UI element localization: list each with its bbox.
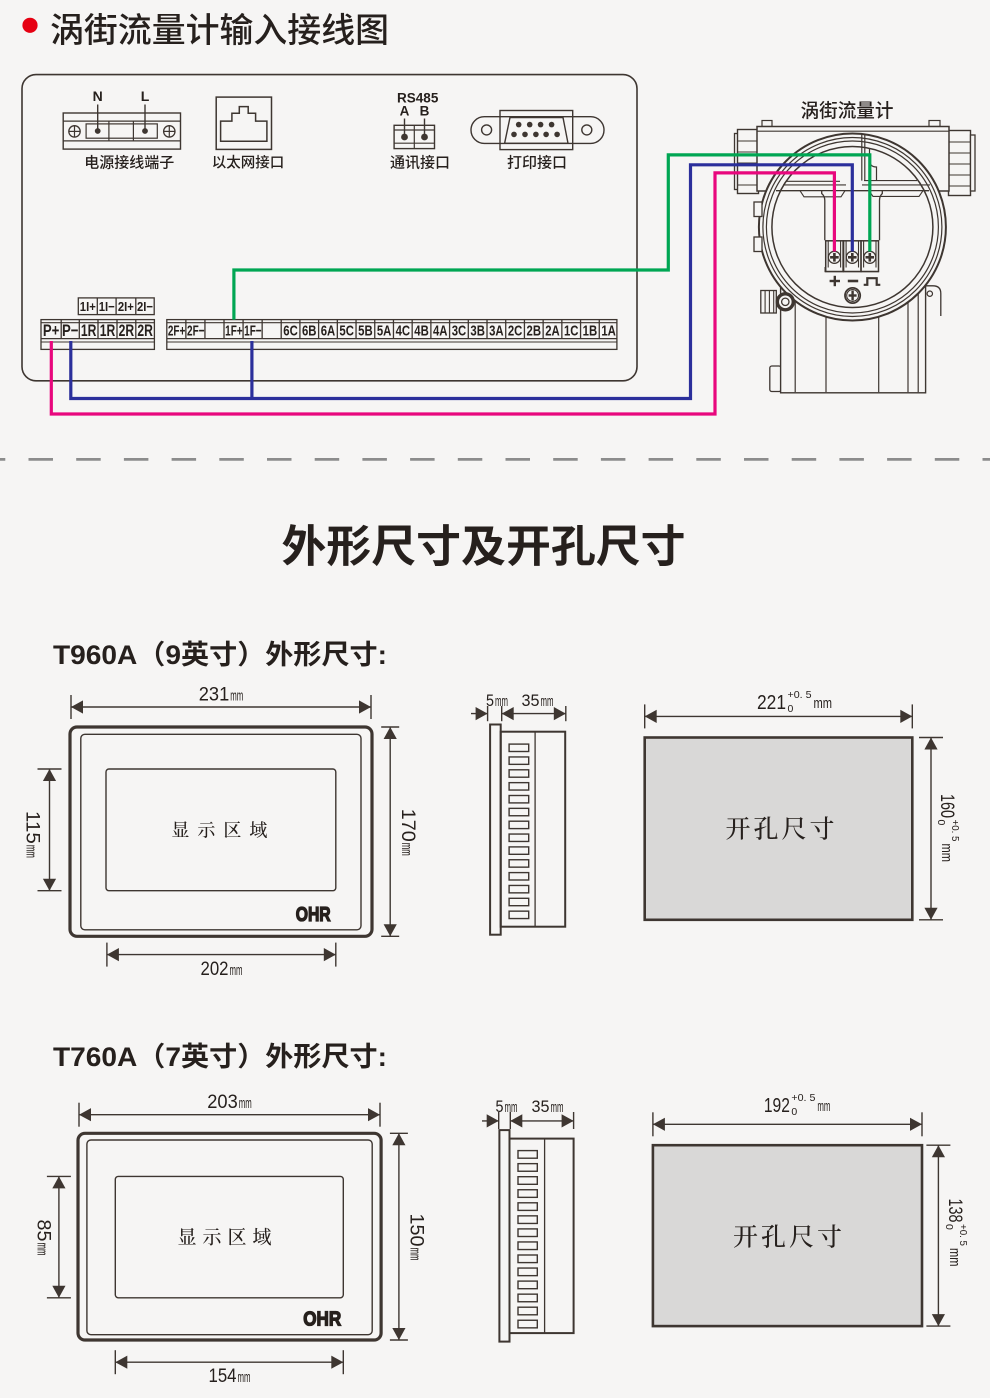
svg-text:L: L	[141, 88, 150, 104]
svg-text:115: 115	[21, 811, 43, 844]
svg-text:mm: mm	[814, 696, 833, 712]
svg-text:203: 203	[207, 1091, 238, 1113]
svg-text:以太网接口: 以太网接口	[212, 152, 285, 173]
svg-text:mm: mm	[938, 844, 954, 863]
svg-text:4C: 4C	[396, 323, 411, 340]
svg-text:mm: mm	[34, 1243, 50, 1256]
svg-text:P−: P−	[62, 321, 79, 340]
svg-text:B: B	[420, 104, 430, 119]
svg-text:开孔尺寸: 开孔尺寸	[733, 1218, 845, 1254]
svg-text:154: 154	[209, 1365, 237, 1387]
svg-text:3B: 3B	[470, 323, 485, 340]
svg-text:5: 5	[496, 1097, 504, 1116]
svg-text:+0. 5: +0. 5	[788, 689, 812, 701]
svg-text:1I+: 1I+	[80, 299, 96, 314]
svg-text:202: 202	[201, 958, 229, 980]
svg-text:mm: mm	[551, 1100, 564, 1116]
svg-text:5: 5	[486, 691, 494, 710]
svg-text:mm: mm	[946, 1248, 962, 1267]
svg-text:192: 192	[764, 1095, 790, 1117]
svg-text:0: 0	[788, 703, 794, 715]
svg-text:mm: mm	[22, 845, 38, 858]
svg-text:85: 85	[33, 1220, 55, 1242]
svg-text:T960A（9英寸）外形尺寸:: T960A（9英寸）外形尺寸:	[53, 633, 387, 672]
svg-text:显示区域: 显示区域	[177, 1223, 277, 1250]
svg-text:160: 160	[936, 794, 957, 818]
svg-text:221: 221	[757, 692, 786, 714]
svg-text:mm: mm	[238, 1370, 251, 1386]
svg-text:OHR: OHR	[303, 1308, 341, 1330]
svg-text:2R: 2R	[119, 321, 135, 340]
svg-text:1C: 1C	[564, 323, 579, 340]
svg-text:外形尺寸及开孔尺寸: 外形尺寸及开孔尺寸	[282, 511, 686, 575]
svg-text:0: 0	[791, 1106, 797, 1118]
svg-text:2A: 2A	[545, 323, 560, 340]
svg-text:2C: 2C	[508, 323, 523, 340]
svg-text:6A: 6A	[321, 323, 336, 340]
svg-text:1R: 1R	[81, 321, 97, 340]
svg-text:mm: mm	[239, 1096, 252, 1112]
svg-text:5B: 5B	[358, 323, 373, 340]
svg-text:1F+: 1F+	[225, 323, 243, 340]
svg-text:2F−: 2F−	[187, 323, 205, 340]
svg-text:+0. 5: +0. 5	[791, 1092, 815, 1104]
svg-text:N: N	[93, 88, 103, 104]
svg-text:150: 150	[406, 1214, 428, 1247]
svg-text:5C: 5C	[339, 323, 354, 340]
svg-text:138: 138	[944, 1199, 965, 1223]
svg-text:35: 35	[522, 691, 540, 710]
svg-text:0: 0	[943, 1224, 955, 1230]
svg-text:mm: mm	[398, 843, 414, 856]
svg-text:2B: 2B	[527, 323, 542, 340]
svg-text:1F−: 1F−	[244, 323, 262, 340]
svg-text:170: 170	[397, 809, 419, 842]
svg-text:3A: 3A	[489, 323, 504, 340]
svg-text:0: 0	[935, 820, 947, 826]
svg-text:P+: P+	[43, 321, 60, 340]
svg-text:mm: mm	[817, 1099, 830, 1115]
svg-text:T760A（7英寸）外形尺寸:: T760A（7英寸）外形尺寸:	[53, 1035, 387, 1074]
svg-text:mm: mm	[505, 1100, 518, 1116]
svg-text:6B: 6B	[302, 323, 317, 340]
svg-text:mm: mm	[541, 694, 554, 710]
svg-text:mm: mm	[495, 694, 508, 710]
svg-text:打印接口: 打印接口	[507, 152, 567, 173]
svg-text:5A: 5A	[377, 323, 392, 340]
svg-text:2R: 2R	[137, 321, 153, 340]
svg-text:3C: 3C	[452, 323, 467, 340]
svg-text:2I−: 2I−	[137, 299, 153, 314]
svg-text:电源接线端子: 电源接线端子	[84, 152, 174, 173]
svg-text:+0. 5: +0. 5	[949, 820, 961, 842]
svg-text:4B: 4B	[414, 323, 429, 340]
svg-text:231: 231	[199, 684, 230, 706]
svg-text:1I−: 1I−	[99, 299, 115, 314]
svg-text:涡街流量计: 涡街流量计	[801, 96, 894, 123]
svg-text:4A: 4A	[433, 323, 448, 340]
svg-text:35: 35	[532, 1097, 550, 1116]
svg-text:mm: mm	[230, 963, 243, 979]
svg-text:涡街流量计输入接线图: 涡街流量计输入接线图	[50, 3, 389, 52]
svg-text:1B: 1B	[583, 323, 598, 340]
svg-text:显示区域: 显示区域	[171, 816, 275, 842]
svg-text:+0. 5: +0. 5	[957, 1224, 969, 1246]
svg-text:2I+: 2I+	[118, 299, 134, 314]
svg-text:6C: 6C	[283, 323, 298, 340]
svg-text:OHR: OHR	[296, 904, 331, 926]
svg-text:A: A	[400, 104, 410, 119]
svg-text:通讯接口: 通讯接口	[390, 152, 450, 173]
svg-text:2F+: 2F+	[168, 323, 186, 340]
svg-text:mm: mm	[407, 1248, 423, 1261]
svg-text:开孔尺寸: 开孔尺寸	[725, 810, 837, 846]
svg-text:RS485: RS485	[397, 91, 439, 106]
svg-text:1R: 1R	[100, 321, 116, 340]
svg-text:1A: 1A	[601, 323, 616, 340]
svg-text:mm: mm	[230, 689, 243, 705]
